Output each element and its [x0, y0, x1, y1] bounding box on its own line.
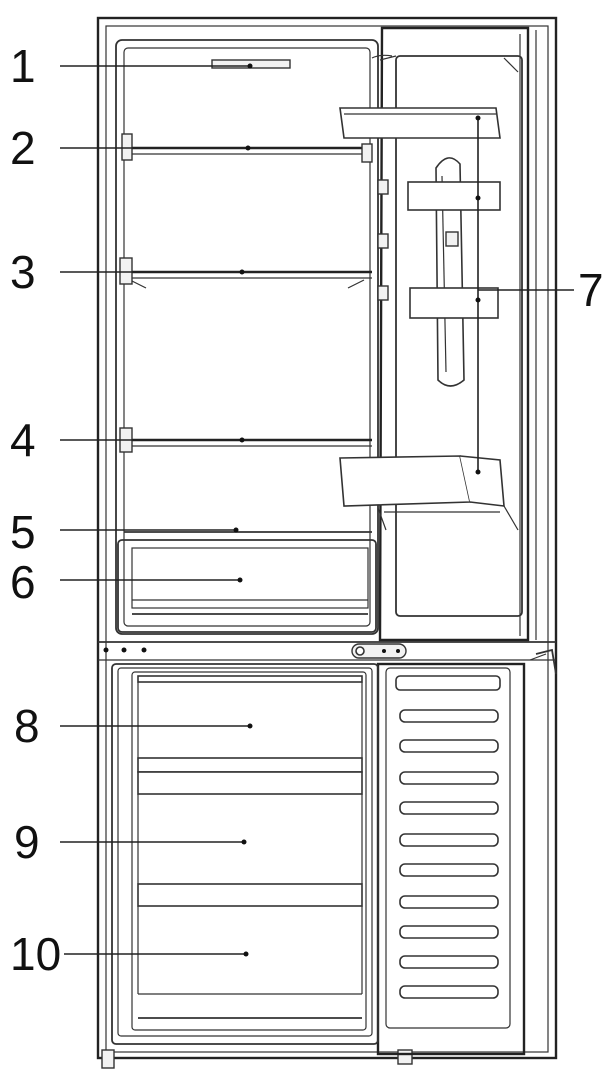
callout-numbers: 1 2 3 4 5 6 7 8 9 10	[10, 40, 604, 980]
fridge-compartment	[115, 39, 379, 635]
leader-dot-10	[243, 951, 249, 957]
callout-2: 2	[10, 122, 36, 174]
egg-holder	[407, 157, 501, 387]
callout-6: 6	[10, 556, 36, 608]
callout-7: 7	[578, 264, 604, 316]
callout-9: 9	[14, 816, 40, 868]
freezer-compartment	[111, 663, 379, 1045]
leader-dot-4	[239, 437, 245, 443]
freezer-door-vents	[395, 675, 501, 999]
leader-dot-1	[247, 63, 253, 69]
callout-3: 3	[10, 246, 36, 298]
callout-5: 5	[10, 506, 36, 558]
leader-dot-6	[237, 577, 243, 583]
freezer-drawer-bottom	[137, 906, 363, 1019]
freezer-drawer-top	[137, 675, 363, 795]
shelf-2	[119, 257, 372, 289]
leader-lines	[60, 63, 574, 957]
leader-dot-5	[233, 527, 239, 533]
leader-dot-9	[241, 839, 247, 845]
door-rack-top	[339, 107, 501, 139]
leader-dot-8	[247, 723, 253, 729]
callout-10: 10	[10, 928, 61, 980]
leader-dot-3	[239, 269, 245, 275]
freezer-drawer-middle	[137, 794, 363, 907]
callout-4: 4	[10, 414, 36, 466]
leader-dot-2	[245, 145, 251, 151]
cabinet-body	[96, 16, 558, 1069]
fridge-door	[371, 26, 537, 642]
callout-1: 1	[10, 40, 36, 92]
callout-8: 8	[14, 700, 40, 752]
crisper-drawer	[117, 539, 377, 633]
door-bottle-rack	[339, 455, 519, 531]
